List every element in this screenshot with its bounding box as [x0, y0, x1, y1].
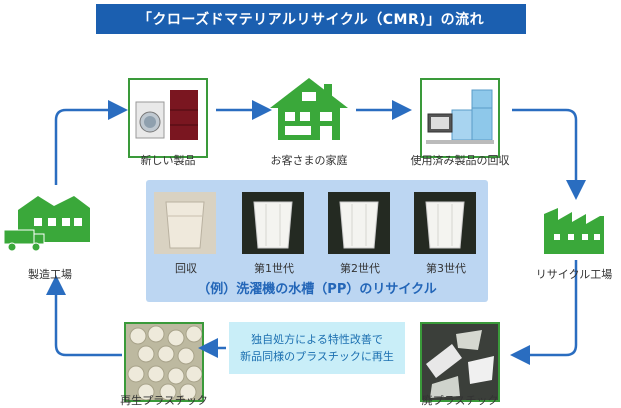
tub-photo — [414, 192, 476, 254]
note-line-2: 新品同様のプラスチックに再生 — [240, 350, 394, 363]
generation-label: 第3世代 — [426, 262, 466, 275]
generation-label: 第2世代 — [340, 262, 380, 275]
tub-photo — [242, 192, 304, 254]
collection-label: 使用済み製品の回収 — [410, 154, 510, 167]
house-icon — [266, 74, 352, 142]
waste-plastic-icon — [420, 322, 500, 402]
recycled-plastic-icon — [124, 322, 204, 402]
improvement-note: 独自処方による特性改善で 新品同様のプラスチックに再生 — [229, 322, 405, 374]
generation-item: 第3世代 — [414, 192, 478, 276]
recycled-plastic-label: 再生プラスチック — [120, 394, 208, 407]
customer-home-label: お客さまの家庭 — [270, 154, 348, 167]
arrow-recycling-to-waste — [510, 260, 578, 365]
arrow-factory-to-products — [54, 100, 128, 185]
collection-icon — [420, 78, 500, 158]
generation-item: 回収 — [154, 192, 218, 276]
generation-label: 第1世代 — [254, 262, 294, 275]
new-products-label: 新しい製品 — [140, 154, 196, 167]
note-line-1: 独自処方による特性改善で — [251, 333, 383, 346]
recycling-plant-label: リサイクル工場 — [535, 268, 613, 281]
tub-photo — [328, 192, 390, 254]
generation-item: 第2世代 — [328, 192, 392, 276]
factory-icon — [3, 192, 96, 254]
example-panel: 回収 第1世代 第2世代 — [146, 180, 488, 302]
waste-plastic-label: 廃プラスチック — [421, 394, 499, 407]
recovered-tub-photo — [154, 192, 216, 254]
generation-item: 第1世代 — [242, 192, 306, 276]
page-title: 「クローズドマテリアルリサイクル（CMR)」の流れ — [96, 4, 526, 34]
example-caption: （例）洗濯機の水槽（PP）のリサイクル — [197, 282, 437, 297]
arrow-recycled-to-factory — [46, 275, 122, 357]
new-products-icon — [128, 78, 208, 158]
recycling-plant-icon — [542, 206, 606, 254]
factory-label: 製造工場 — [28, 268, 72, 281]
generation-label: 回収 — [175, 262, 197, 275]
arrow-collection-to-recycling — [512, 108, 586, 200]
